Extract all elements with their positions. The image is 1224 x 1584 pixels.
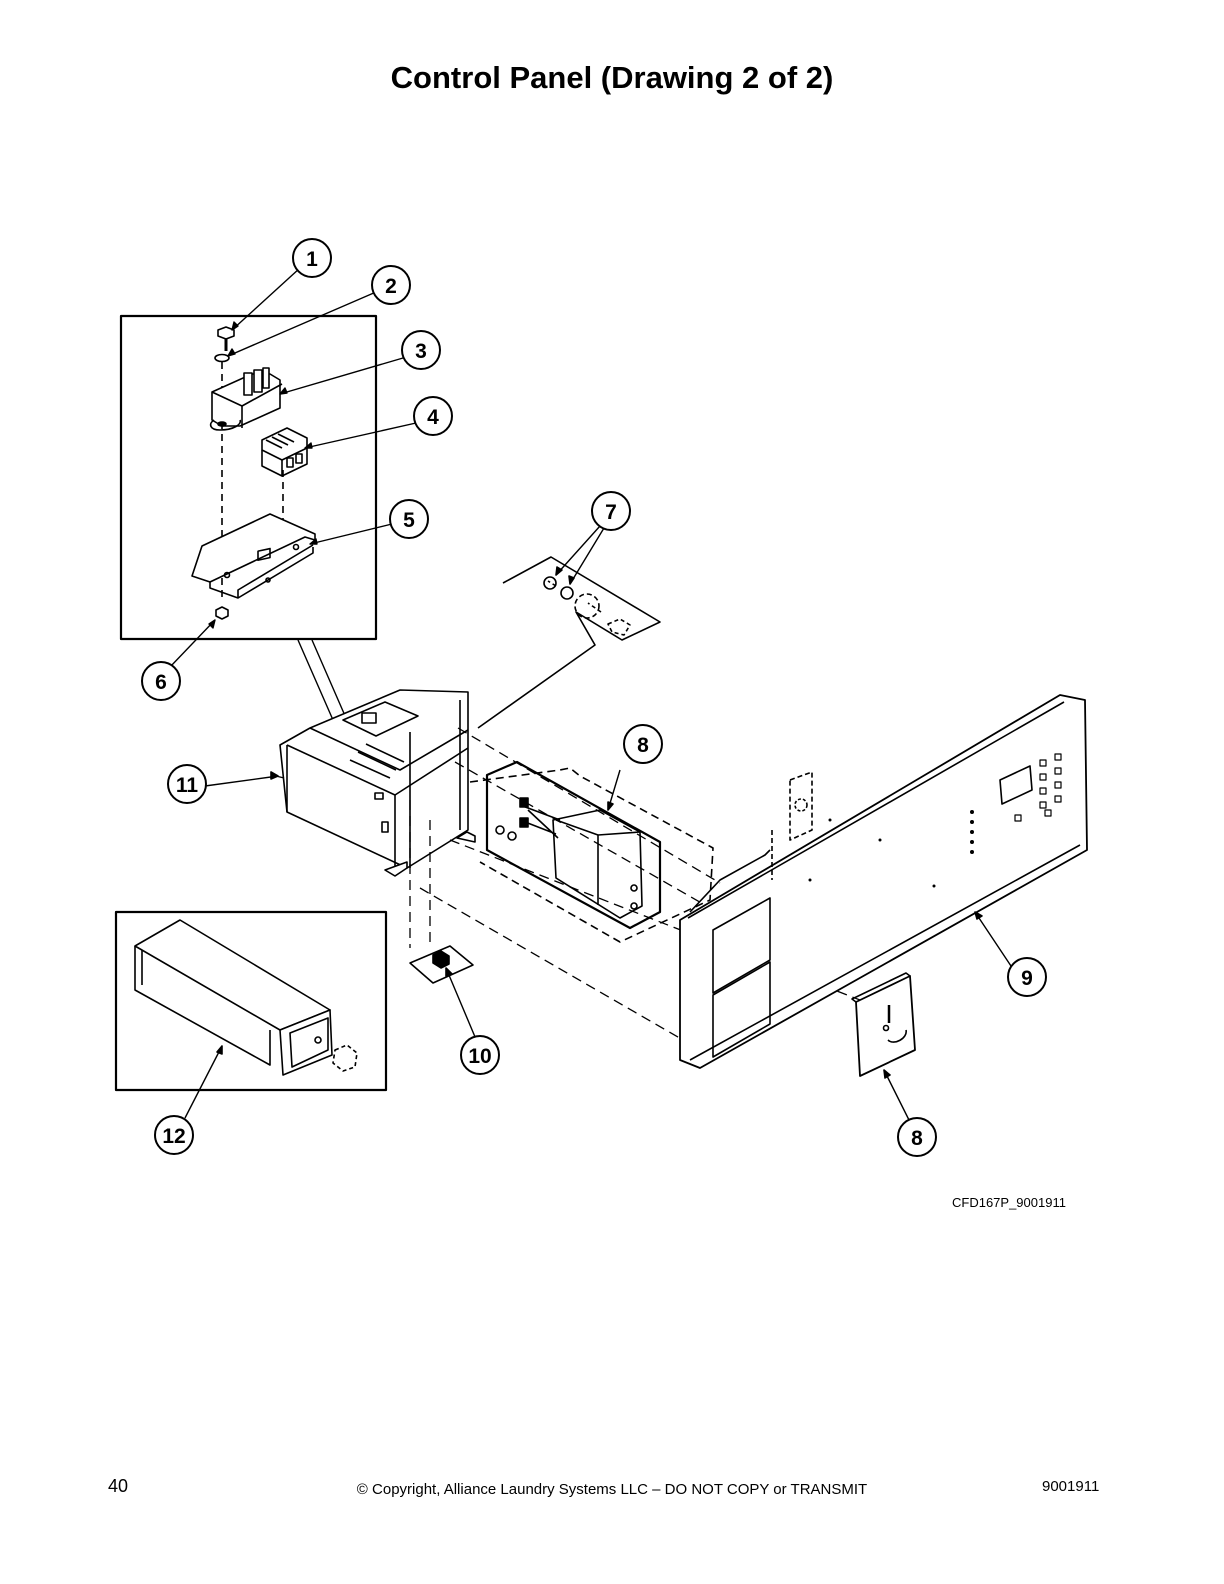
callout-9: 9 [1007,957,1047,997]
svg-text:4: 4 [427,406,439,429]
callout-7: 7 [591,491,631,531]
callout-3: 3 [401,330,441,370]
copyright-notice: © Copyright, Alliance Laundry Systems LL… [356,1481,868,1498]
drawing-code: CFD167P_9001911 [952,1195,1066,1210]
svg-text:9: 9 [1021,967,1033,990]
callout-11: 11 [167,764,207,804]
callout-10: 10 [460,1035,500,1075]
part-control-board [485,760,662,930]
callout-5: 5 [389,499,429,539]
detail-inset-knob [477,525,661,729]
svg-text:5: 5 [403,509,415,532]
part-nut [215,606,229,620]
part-chassis-box [204,689,476,877]
leader-lines [169,267,417,721]
part-mounting-bracket [191,513,316,599]
svg-text:12: 12 [162,1125,185,1148]
part-transformer [209,367,283,431]
svg-text:3: 3 [415,340,427,363]
part-lock-washer [214,353,230,363]
part-coin-plate [851,972,916,1123]
svg-text:8: 8 [911,1127,923,1150]
part-switch [409,945,479,1045]
callouts: 1 2 3 4 5 6 7 8 9 10 11 12 8 [141,238,1047,1157]
page-title: Control Panel (Drawing 2 of 2) [390,60,834,95]
callout-4: 4 [413,396,453,436]
callout-8-board: 8 [623,724,663,764]
svg-text:1: 1 [306,248,318,271]
svg-text:8: 8 [637,734,649,757]
detail-inset-transformer [119,314,378,641]
svg-text:10: 10 [468,1045,491,1068]
svg-text:11: 11 [176,774,199,797]
part-screw [217,326,235,351]
callout-8-coin-plate: 8 [897,1117,937,1157]
svg-text:6: 6 [155,671,167,694]
svg-text:2: 2 [385,275,397,298]
callout-2: 2 [371,265,411,305]
callout-12: 12 [154,1115,194,1155]
callout-6: 6 [141,661,181,701]
callout-1: 1 [292,238,332,278]
detail-inset-coin-box [114,910,388,1119]
document-number: 9001911 [1042,1478,1100,1495]
part-terminal-block [261,427,308,477]
part-front-panel [679,694,1088,1069]
svg-text:7: 7 [605,501,617,524]
page-number: 40 [108,1476,129,1496]
